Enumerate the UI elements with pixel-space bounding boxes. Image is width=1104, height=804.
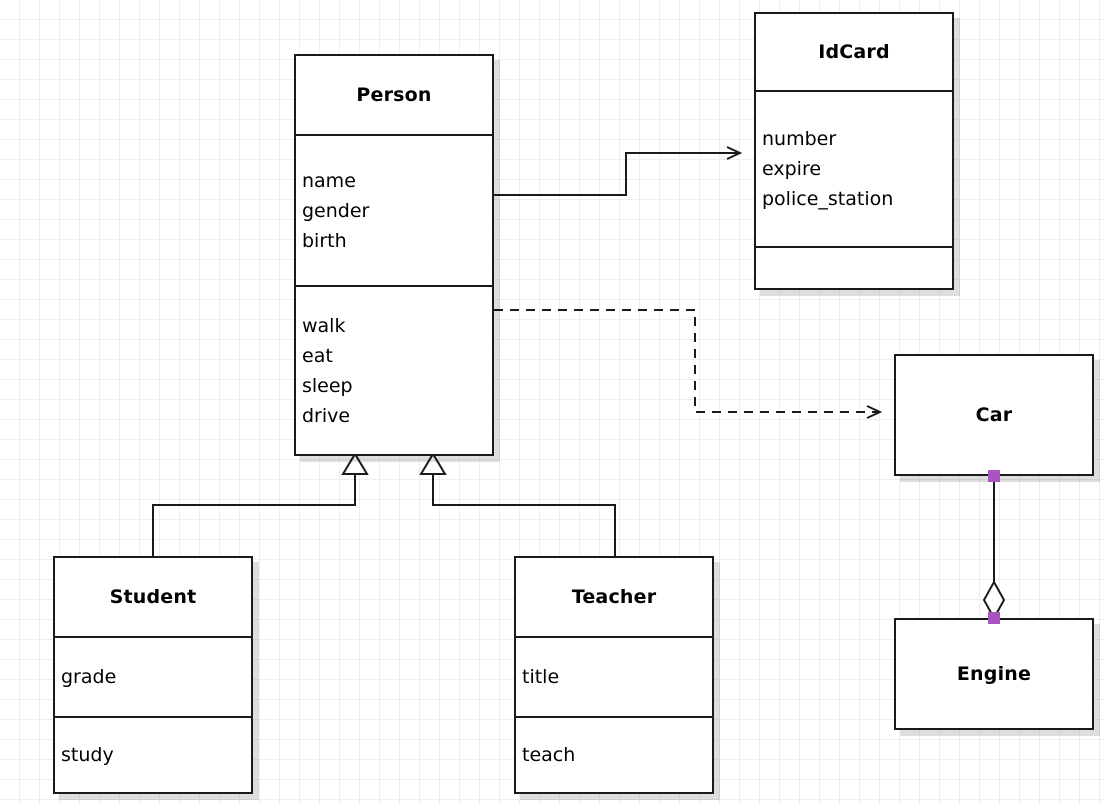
class-name-idcard: IdCard	[756, 14, 952, 90]
attribute-row: expire	[762, 158, 822, 180]
operation-row: eat	[302, 344, 333, 367]
edge-handle-engine-end[interactable]	[988, 612, 1000, 624]
attributes-student: grade	[55, 636, 251, 716]
class-title-text: Teacher	[571, 586, 657, 608]
attribute-row: name	[302, 169, 356, 192]
operation-row: drive	[302, 404, 351, 427]
class-box-engine[interactable]: Engine	[894, 618, 1094, 730]
operation-row: walk	[302, 314, 346, 337]
hollow-triangle-icon	[341, 452, 369, 475]
attributes-person: name gender birth	[296, 134, 492, 285]
attribute-row: grade	[61, 666, 117, 688]
operation-row: sleep	[302, 374, 353, 397]
operations-idcard	[756, 246, 952, 288]
class-name-student: Student	[55, 558, 251, 636]
operations-person: walk eat sleep drive	[296, 285, 492, 454]
class-name-teacher: Teacher	[516, 558, 712, 636]
operations-teacher: teach	[516, 716, 712, 792]
class-title-text: Car	[975, 404, 1013, 426]
class-title-text: Engine	[956, 663, 1032, 685]
hollow-triangle-icon	[419, 452, 447, 475]
attributes-teacher: title	[516, 636, 712, 716]
class-box-person[interactable]: Person name gender birth walk eat sleep …	[294, 54, 494, 456]
attribute-row: gender	[302, 199, 370, 222]
edge-car-engine[interactable]	[982, 476, 1006, 621]
class-title-text: Person	[356, 84, 432, 106]
operations-student: study	[55, 716, 251, 792]
attributes-idcard: number expire police_station	[756, 90, 952, 246]
class-name-car: Car	[896, 356, 1092, 474]
class-box-teacher[interactable]: Teacher title teach	[514, 556, 714, 794]
class-title-text: Student	[109, 586, 197, 608]
edge-person-car[interactable]	[494, 309, 880, 412]
class-box-idcard[interactable]: IdCard number expire police_station	[754, 12, 954, 290]
class-box-student[interactable]: Student grade study	[53, 556, 253, 794]
class-box-car[interactable]: Car	[894, 354, 1094, 476]
edge-person-idcard[interactable]	[494, 153, 740, 196]
attribute-row: birth	[302, 229, 347, 252]
attribute-row: number	[762, 128, 837, 150]
edge-teacher-person[interactable]	[419, 452, 616, 556]
operation-row: study	[61, 744, 114, 766]
edge-student-person[interactable]	[152, 452, 369, 556]
attribute-row: police_station	[762, 188, 894, 210]
class-name-person: Person	[296, 56, 492, 134]
edge-handle-car-end[interactable]	[988, 470, 1000, 482]
attribute-row: title	[522, 666, 560, 688]
class-name-engine: Engine	[896, 620, 1092, 728]
class-title-text: IdCard	[818, 41, 890, 63]
operation-row: teach	[522, 744, 576, 766]
